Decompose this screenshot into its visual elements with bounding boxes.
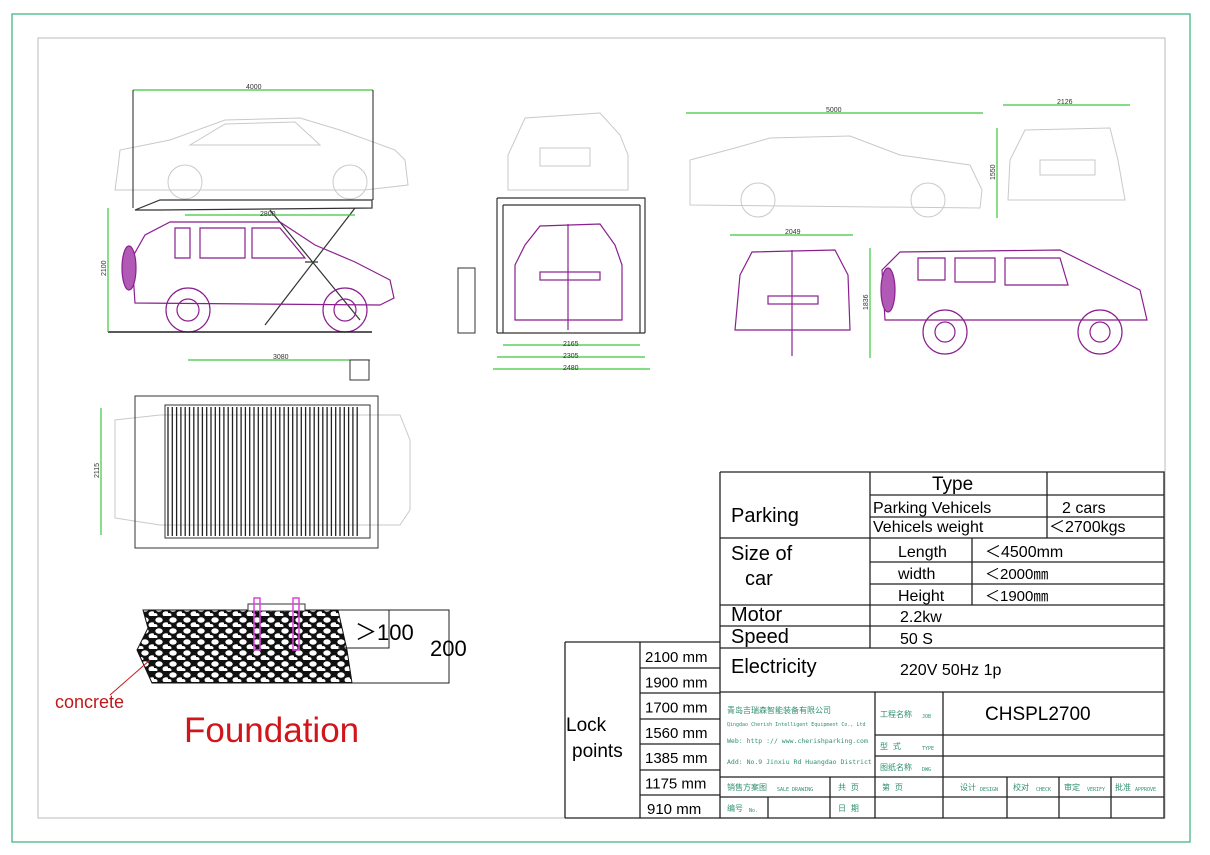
company-name-cn: 青岛吉瑞森智能装备有限公司 <box>727 705 831 715</box>
motor-label: Motor <box>731 604 782 626</box>
electricity-label: Electricity <box>731 656 817 678</box>
dim-label-2165: 2165 <box>563 341 579 348</box>
dim-label-2305: 2305 <box>563 353 579 360</box>
upper-platform <box>134 199 373 211</box>
dim-label-2115: 2115 <box>94 463 101 478</box>
points-label: points <box>572 741 623 762</box>
vehicles-weight-label: Vehicels weight <box>873 519 984 536</box>
foundation-section: ＞100 200 concrete Foundation <box>55 597 467 750</box>
outer-frame <box>11 13 1191 843</box>
motor-value: 2.2kw <box>900 609 942 626</box>
length-value: ＜4500mm <box>985 544 1063 561</box>
control-box <box>349 359 370 381</box>
check-cn-text: 校对 <box>1013 782 1029 792</box>
check-en-text: CHECK <box>1036 787 1051 793</box>
no-cn-text: 编号 <box>727 803 743 813</box>
design-en-text: DESIGN <box>980 787 998 793</box>
dwg-cn-text: 图纸名称 <box>880 762 912 772</box>
company-web: Web: http :// www.cherishparking.com <box>727 737 868 745</box>
height-value: ＜1900㎜ <box>985 588 1048 605</box>
dim-label-2049: 2049 <box>785 229 801 236</box>
dim-label-1550: 1550 <box>990 164 997 180</box>
lock-points-table: Lock points 2100 mm 1900 mm 1700 mm 1560 mm… <box>564 641 720 819</box>
length-label: Length <box>898 544 947 561</box>
type-header: Type <box>932 474 973 495</box>
date-text: 日 期 <box>838 804 859 813</box>
dim-label-4000: 4000 <box>246 84 262 91</box>
lift-frame <box>496 197 646 334</box>
verify-cn-text: 审定 <box>1064 782 1080 792</box>
parking-vehicles-label: Parking Vehicels <box>873 500 991 517</box>
width-value: ＜2000㎜ <box>985 566 1048 583</box>
width-label: width <box>897 566 935 583</box>
front-elevation: 2165 2305 2480 <box>457 112 650 372</box>
concrete-label: concrete <box>55 692 124 712</box>
speed-value: 50 S <box>900 631 933 648</box>
approve-cn-text: 批准 <box>1115 782 1131 792</box>
lock-point-value: 1700 mm <box>645 700 708 717</box>
side-elevation: 4000 2800 2100 3080 <box>101 84 409 381</box>
type-en-text: TYPE <box>922 746 934 752</box>
title-block: 青岛吉瑞森智能装备有限公司 Qingdao Cherish Intelligen… <box>720 692 1165 819</box>
company-address: Add: No.9 Jinxiu Rd Huangdao District <box>727 758 872 766</box>
spec-table: Type Parking Parking Vehicels 2 cars Veh… <box>719 471 1165 818</box>
lock-point-value: 1900 mm <box>645 674 708 691</box>
dim-label-3080: 3080 <box>273 354 289 361</box>
foundation-depth-label: ＞100 <box>355 620 414 645</box>
scissor-arms <box>264 207 361 326</box>
height-label: Height <box>898 588 945 605</box>
anchor-bolt <box>292 597 300 651</box>
lock-point-value: 1385 mm <box>645 750 708 767</box>
no-en-text: No. <box>749 808 758 814</box>
dim-label-2126: 2126 <box>1057 99 1073 106</box>
sale-en-text: SALE DRAWING <box>777 787 813 793</box>
lower-suv-front <box>514 223 623 330</box>
size-label-car: car <box>745 568 773 590</box>
foundation-title: Foundation <box>184 711 359 750</box>
lock-point-value: 1175 mm <box>645 776 706 793</box>
page-text: 第 页 <box>882 782 903 792</box>
lock-point-value: 2100 mm <box>645 649 708 666</box>
concrete-hatch <box>136 609 353 684</box>
sale-cn-text: 销售方案图 <box>727 782 767 792</box>
lock-label: Lock <box>566 715 607 736</box>
upper-sedan-front <box>507 112 629 191</box>
lock-point-value: 1560 mm <box>645 725 708 742</box>
parking-vehicles-value: 2 cars <box>1062 500 1106 517</box>
electricity-value: 220V 50Hz 1p <box>900 662 1002 679</box>
size-label: Size of <box>731 543 793 565</box>
dim-label-2480: 2480 <box>563 365 579 372</box>
verify-en-text: VERIFY <box>1087 787 1105 793</box>
design-cn-text: 设计 <box>960 782 976 792</box>
lower-suv-side <box>121 221 395 333</box>
total-pages-text: 共 页 <box>838 783 859 792</box>
job-value: CHSPL2700 <box>985 704 1091 725</box>
job-cn-text: 工程名称 <box>880 709 912 719</box>
control-post <box>457 267 476 334</box>
anchor-bolt <box>253 597 261 651</box>
company-name-en: Qingdao Cherish Intelligent Equipment Co… <box>727 722 865 728</box>
vehicles-weight-value: ＜2700kgs <box>1049 519 1126 536</box>
approve-en-text: APPROVE <box>1135 787 1156 793</box>
lock-point-value: 910 mm <box>647 801 701 818</box>
foundation-thickness-label: 200 <box>430 636 467 661</box>
reference-vehicles: 5000 2126 1550 2049 1836 <box>686 99 1148 358</box>
job-en-text: JOB <box>922 714 931 720</box>
upper-sedan-side <box>114 117 409 200</box>
speed-label: Speed <box>731 626 789 648</box>
plan-view: 2115 <box>94 395 411 549</box>
dim-label-2800: 2800 <box>260 211 276 218</box>
dim-label-5000: 5000 <box>826 107 842 114</box>
parking-label: Parking <box>731 505 799 527</box>
dim-label-1836: 1836 <box>863 294 870 310</box>
dim-label-2100: 2100 <box>101 260 108 276</box>
type-cn-text: 型 式 <box>880 741 901 751</box>
dwg-en-text: DWG <box>922 767 931 773</box>
